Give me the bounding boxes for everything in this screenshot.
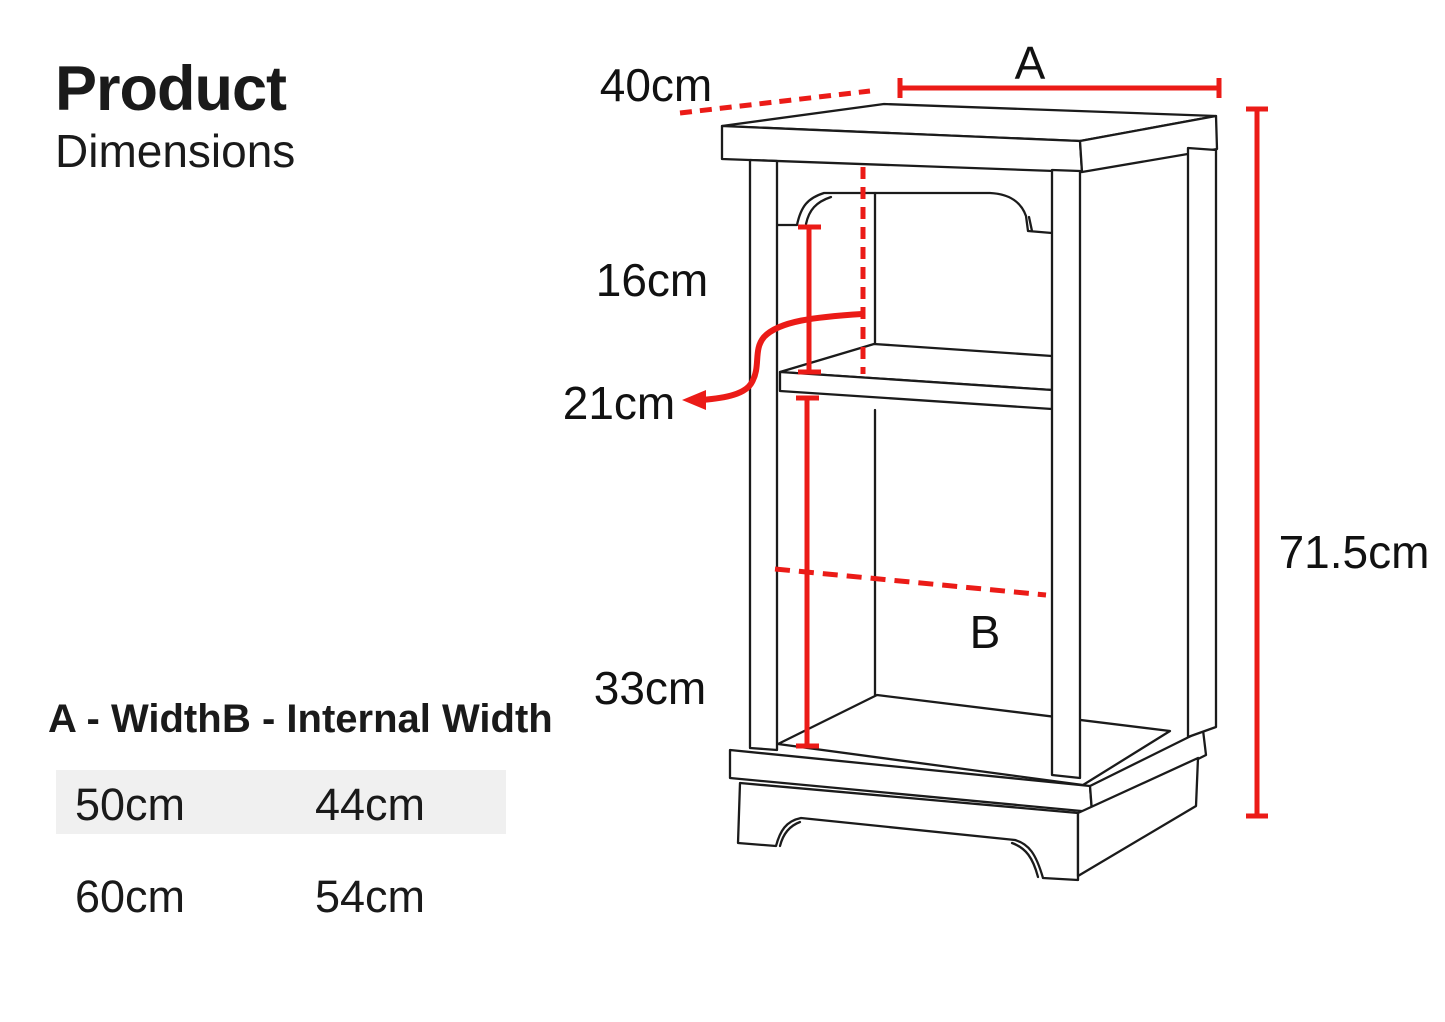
internal-width-letter-label: B	[970, 606, 1001, 658]
top-apron-arch-inner-right	[1027, 215, 1034, 233]
plinth-skirt-front	[736, 781, 1080, 882]
depth-dashed-line	[679, 88, 871, 116]
legend-cell-width-60: 60cm	[75, 871, 186, 922]
skirt-arch-inner-right	[1010, 841, 1040, 879]
dimension-labels: 40cm A 71.5cm 16cm 21cm B 33cm	[563, 37, 1430, 714]
legend-cell-internal-44: 44cm	[315, 779, 426, 830]
legend-cell-width-50: 50cm	[75, 779, 186, 830]
legend-row-highlight	[56, 770, 506, 834]
top-apron-arch-inner-left	[804, 195, 833, 226]
plinth-skirt-right	[1076, 756, 1200, 878]
depth-label: 40cm	[600, 59, 712, 111]
back-right-leg	[1186, 146, 1218, 739]
overall-height-label: 71.5cm	[1279, 526, 1430, 578]
legend-cell-internal-54: 54cm	[315, 871, 426, 922]
shelf-depth-leader-curve	[699, 311, 865, 403]
internal-width-dashed-line	[774, 566, 1047, 598]
page-title: Product	[55, 54, 287, 124]
shelf-depth-arrowhead	[682, 390, 706, 410]
shelf-internal-depth-label: 21cm	[563, 377, 675, 429]
lower-internal-height-label: 33cm	[594, 662, 706, 714]
front-left-leg	[748, 158, 779, 752]
dimension-annotations	[679, 78, 1268, 819]
front-right-leg	[1050, 168, 1082, 780]
furniture-drawing	[720, 102, 1219, 882]
top-apron-arch	[775, 191, 1054, 235]
page-subtitle: Dimensions	[55, 125, 296, 177]
legend-header-width: A - Width	[48, 697, 222, 741]
plinth-rail-right	[1088, 728, 1208, 814]
skirt-arch-inner-left	[778, 820, 802, 848]
tabletop-right-face	[1078, 114, 1219, 174]
legend-header-internal-width: B - Internal Width	[222, 697, 553, 741]
width-letter-label: A	[1015, 37, 1046, 89]
upper-internal-height-label: 16cm	[596, 254, 708, 306]
